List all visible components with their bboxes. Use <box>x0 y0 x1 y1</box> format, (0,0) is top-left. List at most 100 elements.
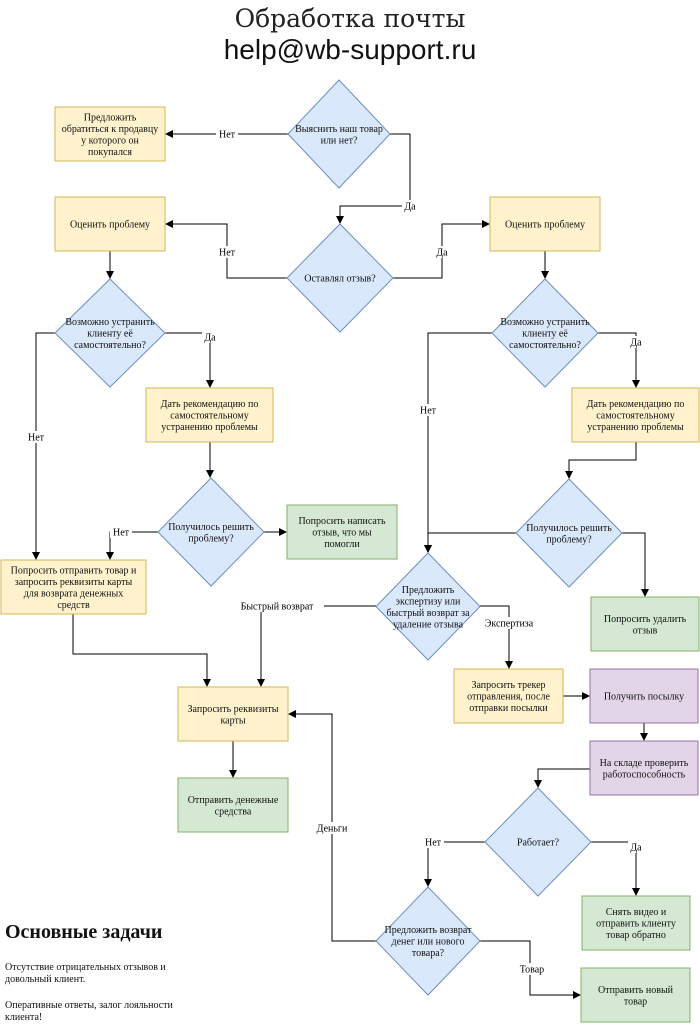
process-box <box>177 686 289 742</box>
node-text: Отправить новый <box>598 985 674 996</box>
node-text: Запросить реквизиты <box>188 704 279 715</box>
node-text: Предложить <box>402 585 455 596</box>
node-text: самостоятельному <box>596 411 675 422</box>
node-text: для возврата денежных <box>24 588 123 599</box>
edge-label-bg <box>422 836 444 848</box>
node-text: Оценить проблему <box>70 220 150 231</box>
node-text: Предложить возврат <box>385 925 473 936</box>
edge-label: Экспертиза <box>485 619 534 630</box>
node-text: средства <box>215 806 252 817</box>
decision-diamond <box>515 478 623 588</box>
decision-diamond <box>375 886 481 996</box>
node-text: Выяснить наш товар <box>295 124 383 135</box>
node-text: самостоятельному <box>170 411 249 422</box>
node-text: Дать рекомендацию по <box>587 399 685 410</box>
edge-solved-right-to-offer-expertise <box>424 532 516 553</box>
process-box <box>589 668 699 724</box>
edge-label-bg <box>230 600 324 612</box>
node-text: помогли <box>324 539 360 550</box>
edge-label-bg <box>477 617 541 629</box>
decision-diamond <box>375 552 481 661</box>
decision-diamond <box>484 787 592 897</box>
page-title: Обработка почты <box>234 4 466 33</box>
edge-label-bg <box>25 431 47 443</box>
edge-offer-expertise-to-request-tracker <box>480 605 513 669</box>
decision-diamond <box>54 278 166 388</box>
node-text: работоспособность <box>603 769 686 780</box>
tasks-item: Отсутствие отрицательных отзывов и довол… <box>5 962 166 985</box>
node-text: товар <box>624 996 647 1007</box>
node-text: отправки посылки <box>469 703 548 714</box>
edge-label: Да <box>204 333 216 344</box>
process-box <box>589 740 699 796</box>
edge-label: Товар <box>520 965 544 976</box>
edge-fix-right-to-offer-expertise <box>424 332 492 553</box>
node-left-review: Оставлял отзыв? <box>286 223 394 333</box>
edge-label-bg <box>417 404 439 416</box>
node-text: клиенту её <box>87 329 133 340</box>
edge-advice-right-to-solved-right <box>565 442 637 479</box>
edge-label: Нет <box>113 528 130 539</box>
node-text: самостоятельно? <box>74 340 146 351</box>
node-text: Возможно устранить <box>500 317 590 328</box>
edge-label-bg <box>312 822 352 834</box>
node-text: Попросить удалить <box>604 614 687 625</box>
edge-label-bg <box>216 246 238 258</box>
edge-label: Нет <box>425 838 442 849</box>
tasks-heading: Основные задачи <box>5 921 163 943</box>
node-text: быстрый возврат за <box>386 608 470 619</box>
node-text: Возможно устранить <box>65 317 155 328</box>
node-text: экспертизу или <box>396 596 461 607</box>
edge-label: Да <box>630 843 642 854</box>
decision-diamond <box>286 223 394 333</box>
node-text: обратиться к продавцу <box>62 124 158 135</box>
edge-works-to-refund-or-new <box>424 841 485 887</box>
edge-label: Да <box>630 338 642 349</box>
process-box <box>580 967 691 1023</box>
node-text: Дать рекомендацию по <box>161 399 259 410</box>
process-box <box>0 559 147 615</box>
process-box <box>489 196 601 252</box>
node-text: товар обратно <box>606 930 666 941</box>
node-text: средств <box>57 600 90 611</box>
process-box <box>453 668 564 724</box>
node-text: отправить клиенту <box>596 919 676 930</box>
node-receive-parcel: Получить посылку <box>589 668 699 724</box>
tasks-item: Оперативные ответы, залог лояльности кли… <box>5 1000 173 1023</box>
node-text: удаление отзыва <box>393 619 464 630</box>
edge-label-bg <box>216 128 238 140</box>
process-box <box>177 777 289 833</box>
edge-label-bg <box>202 331 218 343</box>
edge-label: Нет <box>420 406 437 417</box>
edge-solved-right-to-delete-review <box>622 532 649 597</box>
decision-diamond <box>287 79 391 189</box>
edge-label-bg <box>628 841 644 853</box>
node-text: у которого он <box>81 135 139 146</box>
edge-label: Да <box>436 248 448 259</box>
node-text: Попросить отправить товар и <box>11 565 137 576</box>
node-text: устранению проблемы <box>587 422 684 433</box>
edge-send-back-to-request-card <box>72 614 211 687</box>
edge-fix-right-to-advice-right <box>598 332 640 388</box>
node-text: Работает? <box>517 838 560 849</box>
node-text: отзыв <box>633 625 658 636</box>
node-text: Запросить трекер <box>471 680 545 691</box>
node-evaluate-right: Оценить проблему <box>489 196 601 252</box>
node-text: Оставлял отзыв? <box>304 274 376 285</box>
process-box <box>54 106 166 162</box>
node-evaluate-left: Оценить проблему <box>54 196 166 252</box>
node-text: денег или нового <box>392 937 465 948</box>
